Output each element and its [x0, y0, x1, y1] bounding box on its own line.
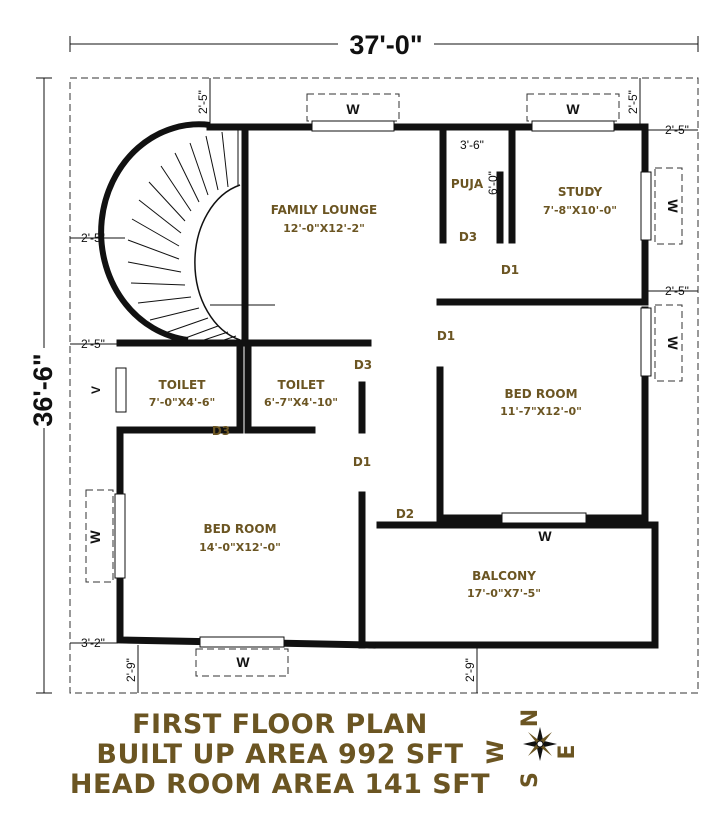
door-label: D1: [437, 329, 455, 343]
head-room-area: HEAD ROOM AREA 141 SFT: [69, 769, 491, 800]
door-label: D1: [353, 455, 371, 469]
door-label: D3: [354, 358, 372, 372]
window-bedroom-left-label: W: [87, 530, 103, 544]
study-name: STUDY: [558, 185, 603, 199]
offset-top-left: 2'-5": [196, 90, 210, 114]
built-up-area: BUILT UP AREA 992 SFT: [96, 739, 464, 770]
compass-n: N: [518, 709, 543, 727]
offset-bottom-mid: 2'-9": [463, 658, 477, 682]
window-top-right-label: W: [566, 101, 580, 117]
compass-s: S: [518, 772, 543, 788]
overall-width-label: 37'-0": [349, 30, 422, 60]
offset-right-top: 2'-5": [665, 123, 689, 137]
compass-w: W: [484, 740, 509, 764]
puja-depth: 6'-0": [486, 171, 500, 195]
plan-title: FIRST FLOOR PLAN: [132, 709, 428, 740]
bedroom-left-name: BED ROOM: [203, 522, 276, 536]
left-dimension: 36'-6": [28, 77, 58, 694]
compass-e: E: [555, 744, 580, 759]
plot-boundary: [69, 77, 699, 694]
door-label: D3: [212, 424, 230, 438]
overall-depth-label: 36'-6": [28, 353, 58, 426]
toilet-1-size: 7'-0"X4'-6": [149, 396, 215, 409]
puja-width: 3'-6": [460, 138, 484, 152]
compass-rose: N S W E: [484, 709, 580, 788]
offset-left-toilet: 2'-5": [81, 337, 105, 351]
top-dimension: 37'-0": [69, 28, 699, 60]
offset-dimensions: [70, 78, 698, 693]
window-bedroom-right-bottom-label: W: [538, 528, 552, 544]
offset-left-bottom: 3'-2": [81, 636, 105, 650]
ventilator-label: V: [89, 386, 103, 394]
bedroom-right-name: BED ROOM: [504, 387, 577, 401]
family-lounge-name: FAMILY LOUNGE: [271, 203, 377, 217]
bedroom-left-size: 14'-0"X12'-0": [199, 541, 281, 554]
plan-title-block: FIRST FLOOR PLAN BUILT UP AREA 992 SFT H…: [60, 710, 500, 800]
offset-right-mid: 2'-5": [665, 284, 689, 298]
room-labels: FAMILY LOUNGE 12'-0"X12'-2" PUJA STUDY 7…: [149, 177, 617, 600]
family-lounge-size: 12'-0"X12'-2": [283, 222, 365, 235]
staircase: [98, 121, 275, 343]
offset-labels: 2'-5" 2'-5" 2'-5" 2'-5" 2'-5" 2'-5" 3'-2…: [81, 90, 689, 682]
toilet-2-size: 6'-7"X4'-10": [264, 396, 338, 409]
window-bedroom-right-label: W: [665, 336, 681, 350]
offset-top-right: 2'-5": [626, 90, 640, 114]
toilet-2-name: TOILET: [278, 378, 326, 392]
balcony-size: 17'-0"X7'-5": [467, 587, 541, 600]
toilet-1-name: TOILET: [159, 378, 207, 392]
balcony-name: BALCONY: [472, 569, 536, 583]
door-label: D3: [459, 230, 477, 244]
window-bottom-label: W: [236, 654, 250, 670]
offset-bottom-left: 2'-9": [124, 658, 138, 682]
door-label: D1: [501, 263, 519, 277]
offset-left-stair: 2'-5": [81, 231, 105, 245]
bedroom-right-size: 11'-7"X12'-0": [500, 405, 582, 418]
study-size: 7'-8"X10'-0": [543, 204, 617, 217]
window-study-label: W: [665, 199, 681, 213]
door-label: D2: [396, 507, 414, 521]
windows: W W W W V W W W: [85, 93, 683, 677]
door-labels: D3 D1 D1 D3 D3 D1 D2: [212, 230, 519, 521]
puja-name: PUJA: [451, 177, 484, 191]
window-top-left-label: W: [346, 101, 360, 117]
